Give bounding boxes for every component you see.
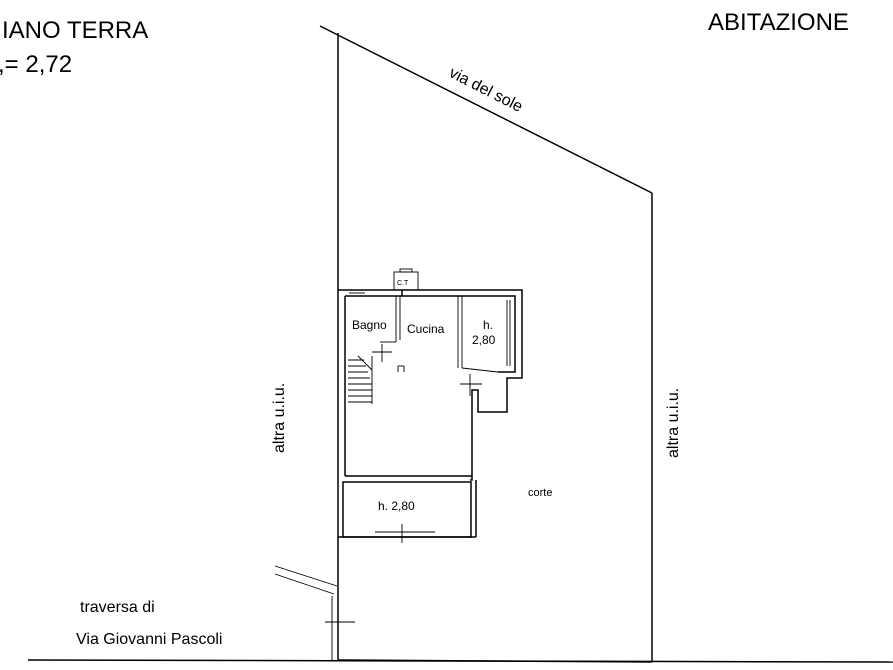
room-h-label-line1: h.	[483, 318, 493, 332]
plot-boundary	[27, 25, 893, 663]
porch-height-label: h. 2,80	[378, 499, 415, 513]
room-bagno-label: Bagno	[352, 318, 387, 332]
courtyard-label: corte	[528, 487, 552, 499]
room-h-label-line2: 2,80	[472, 333, 496, 347]
room-ct-label: C.T	[397, 280, 409, 287]
unit-type-label: ABITAZIONE	[708, 9, 849, 36]
staircase	[348, 355, 373, 404]
neighbor-east-label: altra u.i.u.	[665, 388, 682, 458]
porch	[338, 480, 477, 543]
boiler-room	[393, 268, 419, 291]
floor-title: IANO TERRA	[2, 17, 148, 44]
neighbor-west-label: altra u.i.u.	[271, 383, 288, 453]
street-via-del-sole: via del sole	[446, 64, 525, 116]
street-traversa-line1: traversa di	[80, 599, 155, 616]
room-cucina-label: Cucina	[407, 322, 445, 336]
ceiling-height-label: ,= 2,72	[0, 51, 72, 78]
access-lane	[274, 565, 355, 660]
building-walls	[338, 289, 523, 481]
street-traversa-line2: Via Giovanni Pascoli	[76, 631, 222, 648]
